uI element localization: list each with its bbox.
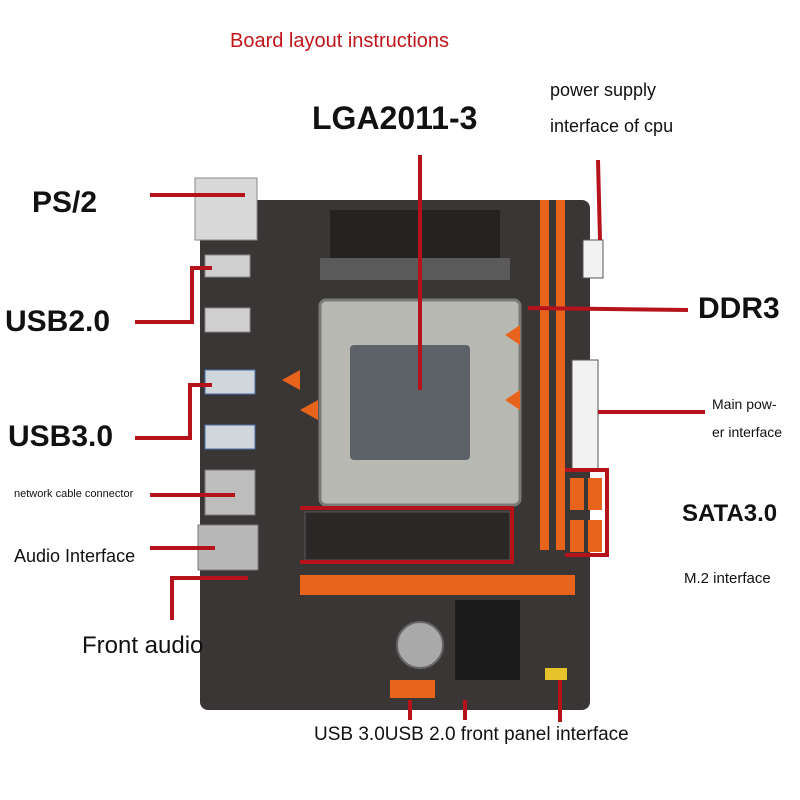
label-usb2: USB2.0 — [5, 305, 111, 338]
label-front-audio: Front audio — [82, 632, 204, 659]
usb2-port-lower — [204, 307, 251, 333]
leader-front-audio — [170, 576, 248, 620]
leader-ddr3 — [527, 306, 689, 312]
ram-slots — [540, 200, 565, 550]
leader-lines — [135, 155, 705, 722]
vrm-chokes — [320, 258, 510, 280]
leader-cpu-power — [596, 159, 602, 241]
cmos-battery — [396, 621, 444, 669]
sata-port-4 — [588, 520, 602, 552]
leader-usb2 — [135, 266, 212, 324]
label-network-connector: network cable connector — [14, 488, 134, 500]
label-ps2: PS/2 — [32, 186, 98, 219]
decorative-accents — [282, 325, 520, 420]
sata-port-3 — [570, 520, 584, 552]
network-port — [204, 469, 256, 516]
diagram-title: Board layout instructions — [230, 30, 450, 52]
sata-port-1 — [570, 478, 584, 510]
label-usb3: USB3.0 — [8, 420, 114, 453]
label-front-panel-interface: USB 3.0USB 2.0 front panel interface — [314, 724, 629, 745]
label-cpu-power-line1: power supply — [550, 80, 657, 100]
main-power-connector — [571, 359, 599, 471]
cpu-power-connector — [582, 239, 604, 279]
label-cpu-power-line2: interface of cpu — [550, 116, 674, 136]
front-panel-header — [545, 668, 567, 680]
label-main-power-line2: er interface — [712, 424, 783, 440]
sata-port-2 — [588, 478, 602, 510]
ram-slot-1 — [540, 200, 549, 550]
front-usb-header — [390, 680, 435, 698]
m2-slot — [304, 511, 511, 561]
label-ddr3: DDR3 — [698, 292, 780, 325]
vrm-heatsinks — [320, 210, 510, 280]
chipset-heatsink — [455, 600, 520, 680]
label-main-power-line1: Main pow- — [712, 396, 777, 412]
label-sata3: SATA3.0 — [682, 500, 778, 527]
label-audio-interface: Audio Interface — [14, 546, 136, 566]
leader-sata — [565, 468, 609, 557]
leader-usb3 — [135, 383, 212, 440]
usb3-port-upper — [204, 369, 256, 395]
label-lga2011-3: LGA2011-3 — [312, 100, 478, 136]
pcie-slot — [300, 575, 575, 595]
usb3-port-lower — [204, 424, 256, 450]
ps2-port — [194, 177, 258, 241]
vrm-heatsink-top — [330, 210, 500, 258]
socket-center — [350, 345, 470, 460]
ram-slot-2 — [556, 200, 565, 550]
rear-io-ports — [194, 177, 259, 571]
label-m2-interface: M.2 interface — [684, 570, 771, 587]
leader-m2 — [300, 506, 514, 564]
sata-ports — [570, 478, 602, 552]
